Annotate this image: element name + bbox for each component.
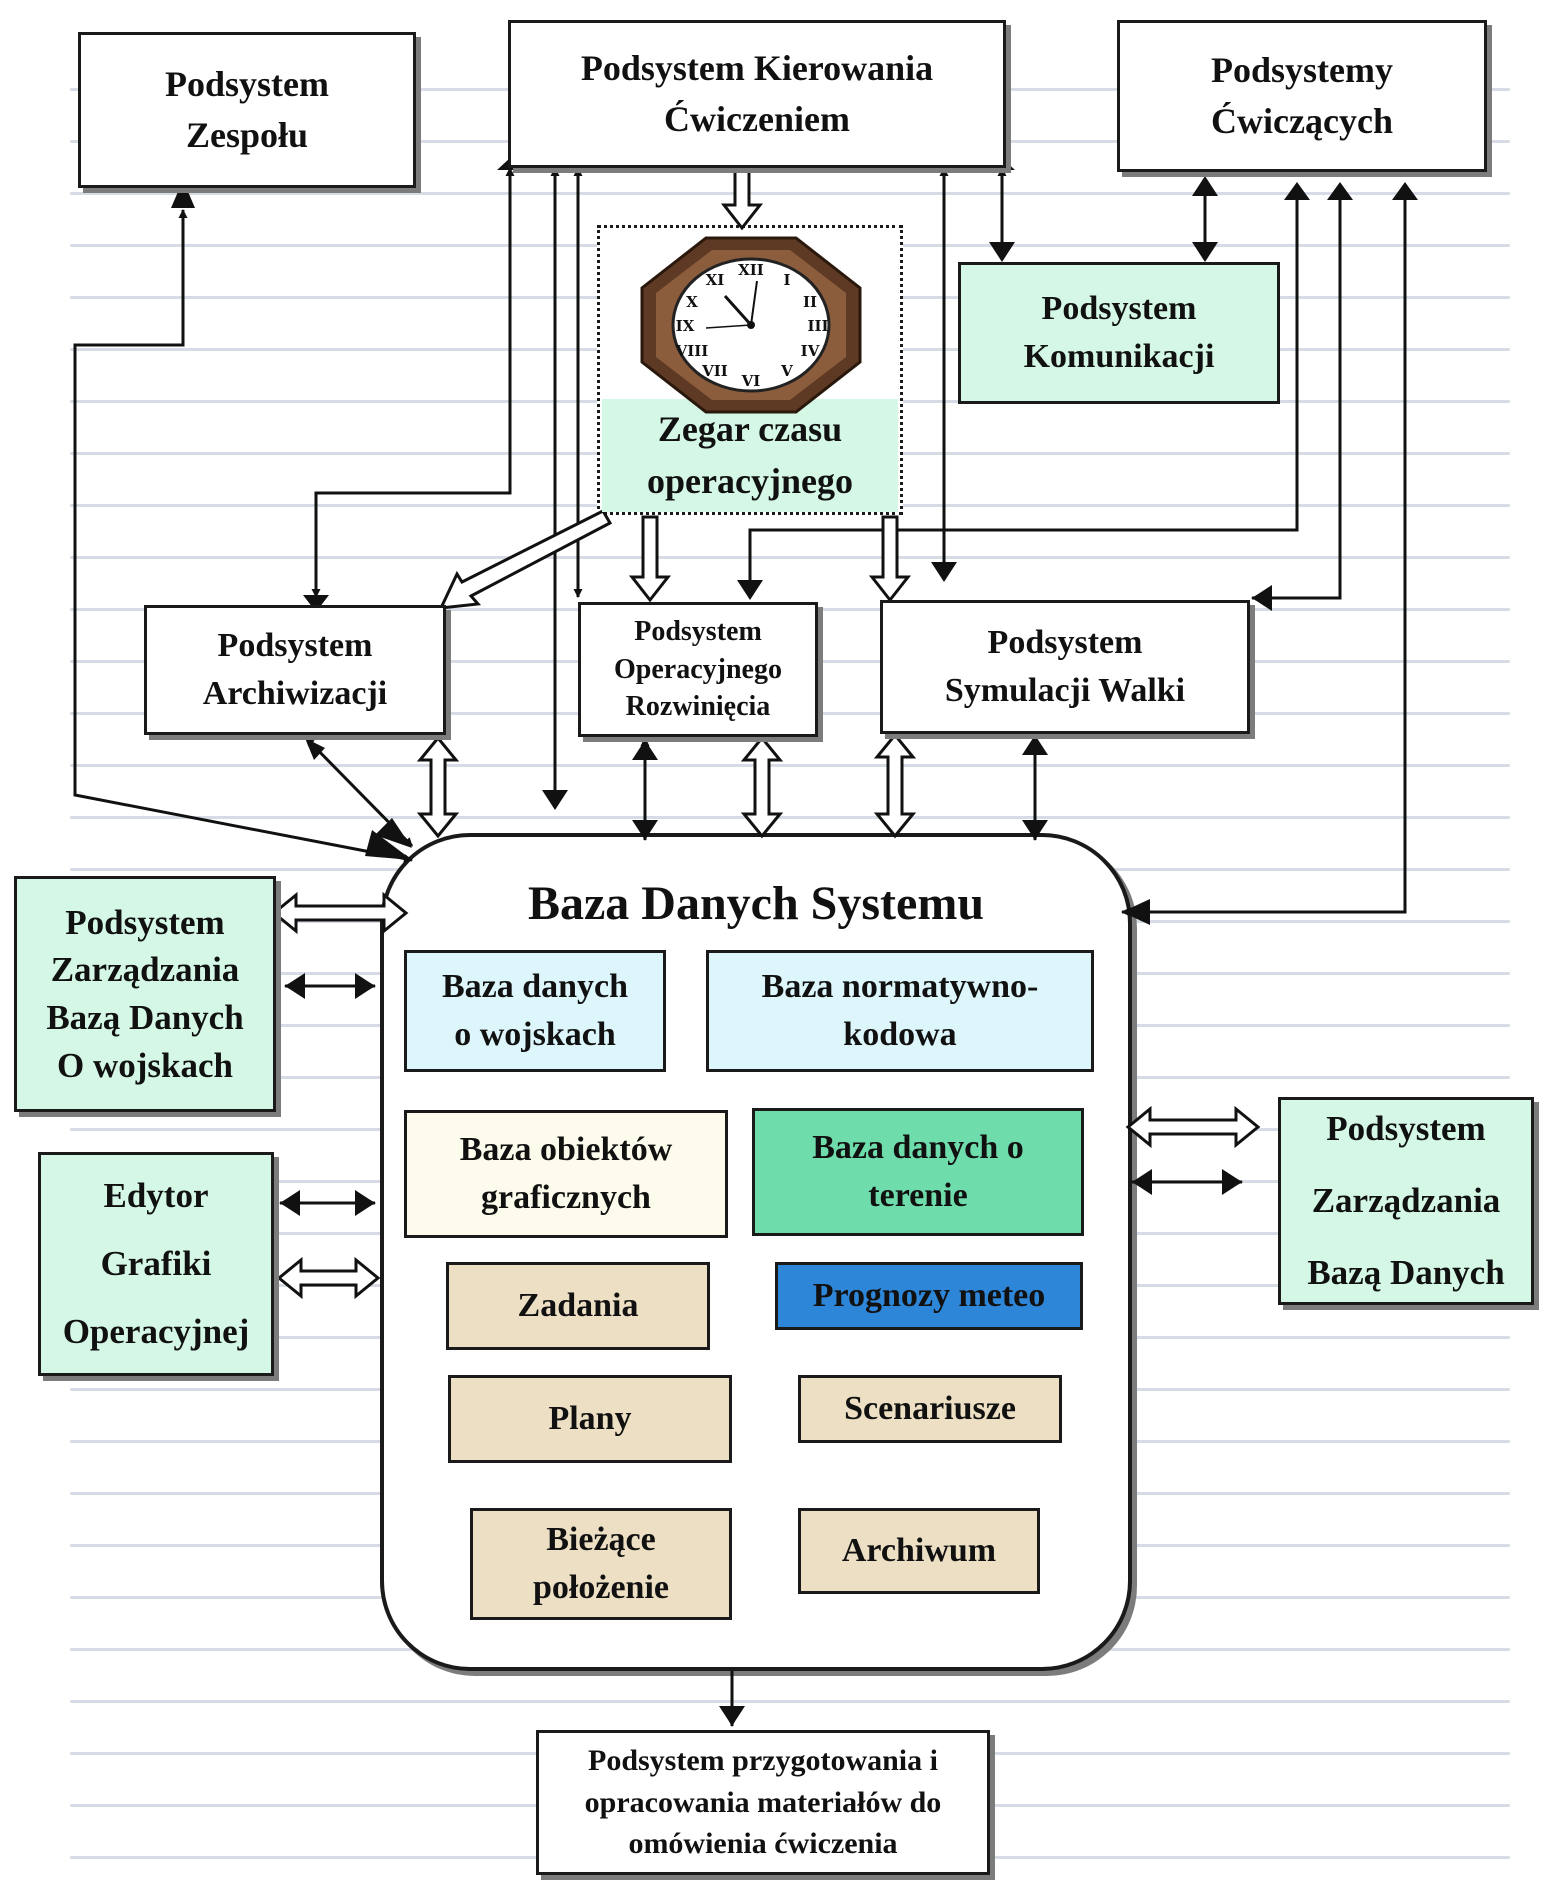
svg-text:X: X	[686, 293, 698, 311]
scenarios-item: Scenariusze	[798, 1375, 1062, 1443]
archive-item: Archiwum	[798, 1508, 1040, 1594]
db-management-subsystem: Podsystem Zarządzania Bazą Danych	[1278, 1097, 1534, 1305]
operational-deployment-subsystem: Podsystem Operacyjnego Rozwinięcia	[578, 602, 818, 737]
terrain-database: Baza danych o terenie	[752, 1108, 1084, 1236]
current-position-label: Bieżące położenie	[533, 1520, 669, 1606]
current-position-item: Bieżące położenie	[470, 1508, 732, 1620]
troops-database-label: Baza danych o wojskach	[441, 967, 629, 1053]
operational-graphics-editor-label: Edytor Grafiki Operacyjnej	[62, 1175, 250, 1352]
weather-forecast-label: Prognozy meteo	[812, 1276, 1046, 1314]
normative-code-database: Baza normatywno- kodowa	[706, 950, 1094, 1072]
normative-code-database-label: Baza normatywno- kodowa	[761, 967, 1039, 1053]
team-subsystem: Podsystem Zespołu	[78, 32, 416, 188]
svg-text:III: III	[807, 317, 828, 335]
troops-db-management-subsystem: Podsystem Zarządzania Bazą Danych O wojs…	[14, 876, 276, 1112]
svg-text:VIII: VIII	[675, 342, 709, 360]
exercise-control-subsystem: Podsystem Kierowania Ćwiczeniem	[508, 20, 1006, 168]
troops-database: Baza danych o wojskach	[404, 950, 666, 1072]
exercise-debrief-subsystem-label: Podsystem przygotowania i opracowania ma…	[584, 1744, 942, 1861]
exercise-debrief-subsystem: Podsystem przygotowania i opracowania ma…	[536, 1730, 990, 1875]
weather-forecast-item: Prognozy meteo	[775, 1262, 1083, 1330]
terrain-database-label: Baza danych o terenie	[812, 1128, 1024, 1214]
plans-item: Plany	[448, 1375, 732, 1463]
graphic-objects-database-label: Baza obiektów graficznych	[459, 1130, 673, 1216]
communication-subsystem-label: Podsystem Komunikacji	[1023, 289, 1215, 375]
svg-text:XI: XI	[706, 271, 725, 289]
svg-text:I: I	[783, 271, 790, 289]
clock-icon: XII I II III IV V VI VII VIII IX X XI	[640, 236, 862, 414]
svg-text:IX: IX	[676, 317, 695, 335]
tasks-item: Zadania	[446, 1262, 710, 1350]
operational-deployment-subsystem-label: Podsystem Operacyjnego Rozwinięcia	[614, 615, 782, 723]
archiving-subsystem: Podsystem Archiwizacji	[144, 605, 446, 735]
plans-label: Plany	[548, 1399, 632, 1437]
archive-label: Archiwum	[841, 1531, 997, 1569]
troops-db-management-subsystem-label: Podsystem Zarządzania Bazą Danych O wojs…	[46, 902, 244, 1085]
svg-text:VII: VII	[701, 362, 728, 380]
db-management-subsystem-label: Podsystem Zarządzania Bazą Danych	[1307, 1109, 1505, 1292]
combat-simulation-subsystem: Podsystem Symulacji Walki	[880, 600, 1250, 734]
system-database-title: Baza Danych Systemu	[527, 877, 985, 930]
tasks-label: Zadania	[517, 1286, 639, 1324]
operational-clock-label-box: Zegar czasu operacyjnego	[602, 399, 898, 512]
operational-graphics-editor: Edytor Grafiki Operacyjnej	[38, 1152, 274, 1376]
operational-clock-label: Zegar czasu operacyjnego	[647, 409, 853, 501]
archiving-subsystem-label: Podsystem Archiwizacji	[202, 626, 388, 712]
svg-text:VI: VI	[741, 372, 761, 390]
trainees-subsystems: Podsystemy Ćwiczących	[1117, 20, 1487, 172]
scenarios-label: Scenariusze	[844, 1389, 1016, 1427]
exercise-control-subsystem-label: Podsystem Kierowania Ćwiczeniem	[580, 47, 934, 139]
svg-text:XII: XII	[738, 261, 764, 279]
team-subsystem-label: Podsystem Zespołu	[165, 63, 329, 155]
svg-text:II: II	[803, 293, 817, 311]
communication-subsystem: Podsystem Komunikacji	[958, 262, 1280, 404]
trainees-subsystems-label: Podsystemy Ćwiczących	[1211, 49, 1393, 141]
svg-text:IV: IV	[801, 342, 820, 360]
graphic-objects-database: Baza obiektów graficznych	[404, 1110, 728, 1238]
svg-text:V: V	[780, 362, 793, 380]
combat-simulation-subsystem-label: Podsystem Symulacji Walki	[944, 623, 1186, 709]
